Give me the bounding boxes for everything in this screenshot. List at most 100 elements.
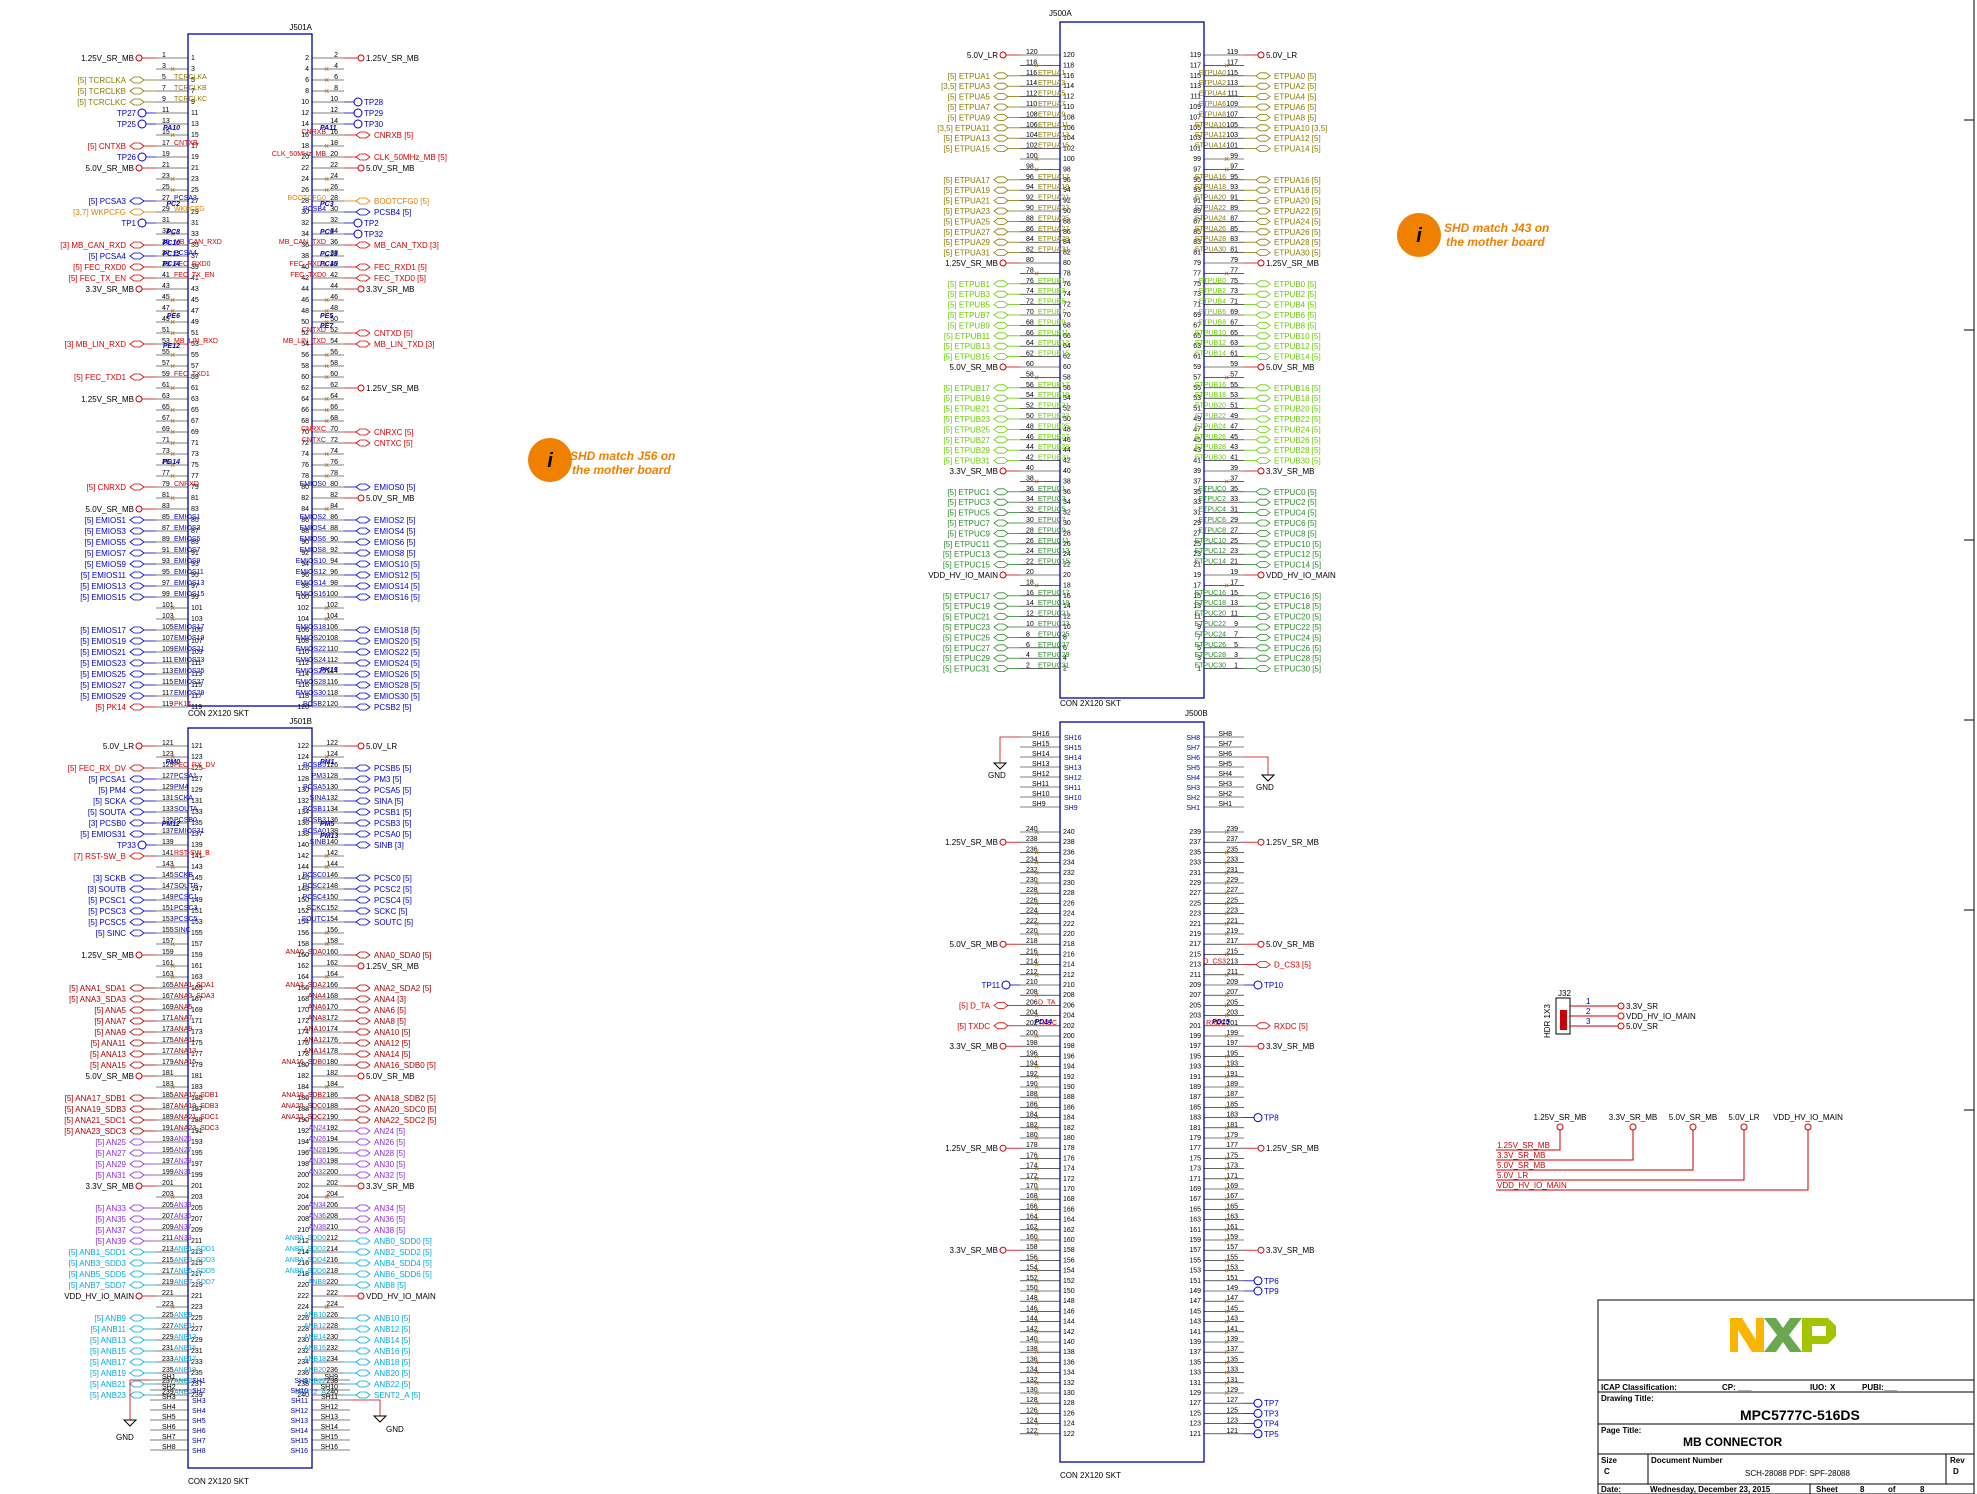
off-page-connector-icon[interactable] — [129, 1138, 145, 1146]
off-page-connector-icon[interactable] — [993, 321, 1009, 329]
off-page-connector-icon[interactable] — [355, 340, 371, 348]
off-page-connector-icon[interactable] — [1255, 134, 1271, 142]
off-page-connector-icon[interactable] — [129, 1336, 145, 1344]
off-page-connector-icon[interactable] — [355, 1006, 371, 1014]
off-page-connector-icon[interactable] — [129, 373, 145, 381]
off-page-connector-icon[interactable] — [993, 186, 1009, 194]
off-page-connector-icon[interactable] — [129, 87, 145, 95]
off-page-connector-icon[interactable] — [355, 197, 371, 205]
off-page-connector-icon[interactable] — [1255, 644, 1271, 652]
off-page-connector-icon[interactable] — [1255, 665, 1271, 672]
off-page-connector-icon[interactable] — [1255, 145, 1271, 153]
off-page-connector-icon[interactable] — [355, 274, 371, 282]
off-page-connector-icon[interactable] — [993, 1002, 1009, 1009]
off-page-connector-icon[interactable] — [355, 428, 371, 436]
off-page-connector-icon[interactable] — [355, 995, 371, 1003]
off-page-connector-icon[interactable] — [355, 1105, 371, 1113]
off-page-connector-icon[interactable] — [129, 252, 145, 260]
off-page-connector-icon[interactable] — [129, 648, 145, 656]
off-page-connector-icon[interactable] — [355, 1270, 371, 1278]
off-page-connector-icon[interactable] — [355, 549, 371, 557]
off-page-connector-icon[interactable] — [129, 538, 145, 546]
off-page-connector-icon[interactable] — [993, 384, 1009, 392]
off-page-connector-icon[interactable] — [129, 197, 145, 205]
off-page-connector-icon[interactable] — [129, 637, 145, 645]
off-page-connector-icon[interactable] — [1255, 654, 1271, 662]
off-page-connector-icon[interactable] — [129, 483, 145, 491]
test-point-icon[interactable] — [1253, 1419, 1263, 1429]
off-page-connector-icon[interactable] — [355, 692, 371, 700]
off-page-connector-icon[interactable] — [993, 217, 1009, 225]
off-page-connector-icon[interactable] — [129, 1325, 145, 1333]
off-page-connector-icon[interactable] — [993, 93, 1009, 100]
test-point-icon[interactable] — [1253, 1276, 1263, 1286]
off-page-connector-icon[interactable] — [1255, 613, 1271, 620]
off-page-connector-icon[interactable] — [355, 1017, 371, 1025]
test-point-icon[interactable] — [1001, 980, 1011, 990]
off-page-connector-icon[interactable] — [355, 1061, 371, 1069]
off-page-connector-icon[interactable] — [129, 896, 145, 904]
test-point-icon[interactable] — [1253, 1113, 1263, 1123]
off-page-connector-icon[interactable] — [993, 114, 1009, 121]
off-page-connector-icon[interactable] — [355, 1281, 371, 1289]
off-page-connector-icon[interactable] — [129, 571, 145, 579]
off-page-connector-icon[interactable] — [129, 208, 145, 216]
off-page-connector-icon[interactable] — [355, 538, 371, 546]
test-point-icon[interactable] — [1253, 1398, 1263, 1408]
off-page-connector-icon[interactable] — [129, 786, 145, 794]
off-page-connector-icon[interactable] — [355, 560, 371, 568]
off-page-connector-icon[interactable] — [1255, 457, 1271, 465]
off-page-connector-icon[interactable] — [993, 592, 1009, 600]
off-page-connector-icon[interactable] — [129, 340, 145, 348]
off-page-connector-icon[interactable] — [355, 1358, 371, 1366]
off-page-connector-icon[interactable] — [1255, 311, 1271, 319]
off-page-connector-icon[interactable] — [355, 263, 371, 271]
off-page-connector-icon[interactable] — [355, 516, 371, 524]
off-page-connector-icon[interactable] — [993, 530, 1009, 537]
off-page-connector-icon[interactable] — [993, 1022, 1009, 1030]
off-page-connector-icon[interactable] — [1255, 238, 1271, 246]
off-page-connector-icon[interactable] — [355, 918, 371, 926]
off-page-connector-icon[interactable] — [993, 197, 1009, 205]
off-page-connector-icon[interactable] — [129, 274, 145, 282]
off-page-connector-icon[interactable] — [129, 692, 145, 700]
off-page-connector-icon[interactable] — [355, 808, 371, 816]
off-page-connector-icon[interactable] — [355, 439, 371, 447]
off-page-connector-icon[interactable] — [1255, 197, 1271, 205]
off-page-connector-icon[interactable] — [129, 885, 145, 893]
off-page-connector-icon[interactable] — [355, 830, 371, 838]
off-page-connector-icon[interactable] — [129, 1061, 145, 1069]
off-page-connector-icon[interactable] — [355, 1215, 371, 1223]
off-page-connector-icon[interactable] — [1255, 634, 1271, 641]
off-page-connector-icon[interactable] — [129, 582, 145, 590]
off-page-connector-icon[interactable] — [1255, 228, 1271, 236]
off-page-connector-icon[interactable] — [993, 665, 1009, 672]
off-page-connector-icon[interactable] — [355, 775, 371, 783]
off-page-connector-icon[interactable] — [355, 1149, 371, 1157]
off-page-connector-icon[interactable] — [1255, 176, 1271, 184]
off-page-connector-icon[interactable] — [129, 1171, 145, 1179]
off-page-connector-icon[interactable] — [1255, 592, 1271, 600]
off-page-connector-icon[interactable] — [129, 1347, 145, 1355]
off-page-connector-icon[interactable] — [993, 332, 1009, 340]
off-page-connector-icon[interactable] — [993, 290, 1009, 298]
off-page-connector-icon[interactable] — [129, 995, 145, 1003]
off-page-connector-icon[interactable] — [129, 1116, 145, 1124]
off-page-connector-icon[interactable] — [129, 593, 145, 601]
off-page-connector-icon[interactable] — [355, 797, 371, 805]
off-page-connector-icon[interactable] — [355, 483, 371, 491]
off-page-connector-icon[interactable] — [1255, 425, 1271, 433]
off-page-connector-icon[interactable] — [355, 907, 371, 915]
off-page-connector-icon[interactable] — [355, 786, 371, 794]
off-page-connector-icon[interactable] — [993, 238, 1009, 246]
off-page-connector-icon[interactable] — [1255, 384, 1271, 392]
off-page-connector-icon[interactable] — [355, 1039, 371, 1047]
off-page-connector-icon[interactable] — [1255, 961, 1271, 968]
off-page-connector-icon[interactable] — [355, 951, 371, 959]
off-page-connector-icon[interactable] — [1255, 301, 1271, 309]
off-page-connector-icon[interactable] — [129, 1369, 145, 1377]
off-page-connector-icon[interactable] — [355, 670, 371, 678]
off-page-connector-icon[interactable] — [993, 644, 1009, 652]
header-j32[interactable]: J32 HDR 1X3 1 2 3 3.3V_SR VDD_HV_IO_MAIN… — [1543, 989, 1696, 1038]
off-page-connector-icon[interactable] — [355, 764, 371, 772]
